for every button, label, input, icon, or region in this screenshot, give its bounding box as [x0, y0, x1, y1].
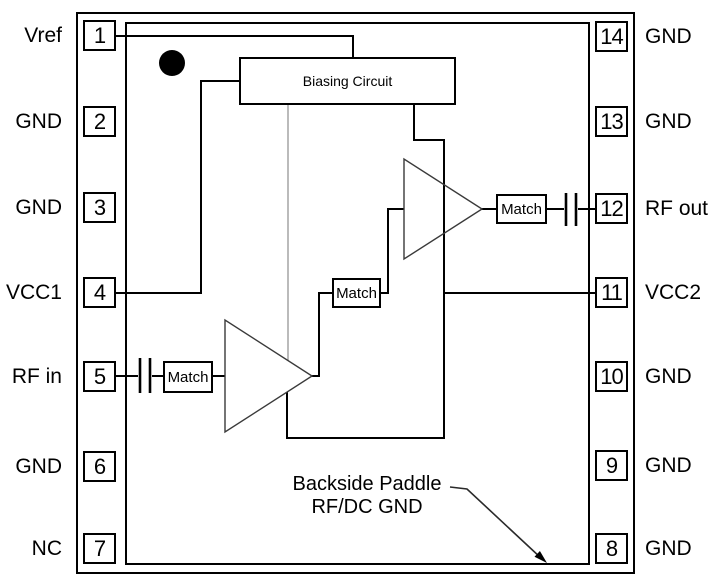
pin-box-10: 10 [595, 361, 628, 392]
pin-label-gnd-2: GND [15, 110, 62, 133]
pin-box-8: 8 [595, 533, 628, 564]
backside-paddle-note-line1: Backside Paddle [292, 473, 442, 495]
pin-label-gnd-8: GND [645, 537, 692, 560]
pin-label-gnd-9: GND [645, 454, 692, 477]
pin-label-gnd-14: GND [645, 25, 692, 48]
amplifier1-icon [224, 318, 314, 434]
wire-amp1-to-interstage-match [311, 292, 332, 377]
pin-box-9: 9 [595, 450, 628, 481]
wire-vref-to-bias [116, 35, 354, 57]
backside-paddle-note-line2: RF/DC GND [311, 496, 423, 518]
pin-label-vref: Vref [24, 24, 62, 47]
pin-label-rfin: RF in [11, 365, 62, 388]
pin-box-12: 12 [595, 193, 628, 224]
package-outline [76, 12, 635, 574]
pin-box-13: 13 [595, 106, 628, 137]
pin-label-gnd-6: GND [15, 455, 62, 478]
pin-box-11: 11 [595, 277, 628, 308]
pin-box-5: 5 [83, 361, 116, 392]
paddle-leader-line [449, 486, 542, 559]
pin-box-4: 4 [83, 277, 116, 308]
pin-label-rfout: RF out [645, 197, 709, 220]
pin-box-1: 1 [83, 20, 116, 51]
backside-paddle-note: Backside Paddle RF/DC GND [272, 473, 462, 519]
interstage-match-block: Match [332, 278, 381, 308]
output-match-block: Match [496, 194, 547, 224]
wire-vcc1-to-bias [116, 80, 239, 294]
pin-label-gnd-13: GND [645, 110, 692, 133]
biasing-circuit-block: Biasing Circuit [239, 57, 456, 105]
pin-box-6: 6 [83, 451, 116, 482]
wire-bias-to-amp2-loop [286, 105, 445, 439]
pin-box-14: 14 [595, 21, 628, 52]
amplifier2-icon [403, 157, 484, 261]
wire-interstage-match-to-amp2 [381, 208, 404, 294]
pin-box-7: 7 [83, 533, 116, 564]
pin-label-vcc2: VCC2 [645, 281, 702, 304]
paddle-arrowhead-icon [534, 551, 547, 563]
pin-label-gnd-10: GND [645, 365, 692, 388]
pin1-indicator-dot [159, 50, 185, 76]
pin-label-nc: NC [31, 537, 62, 560]
pin-box-2: 2 [83, 106, 116, 137]
pin-label-gnd-3: GND [15, 196, 62, 219]
pin-label-vcc1: VCC1 [5, 281, 62, 304]
pin-box-3: 3 [83, 192, 116, 223]
input-match-block: Match [163, 361, 213, 393]
